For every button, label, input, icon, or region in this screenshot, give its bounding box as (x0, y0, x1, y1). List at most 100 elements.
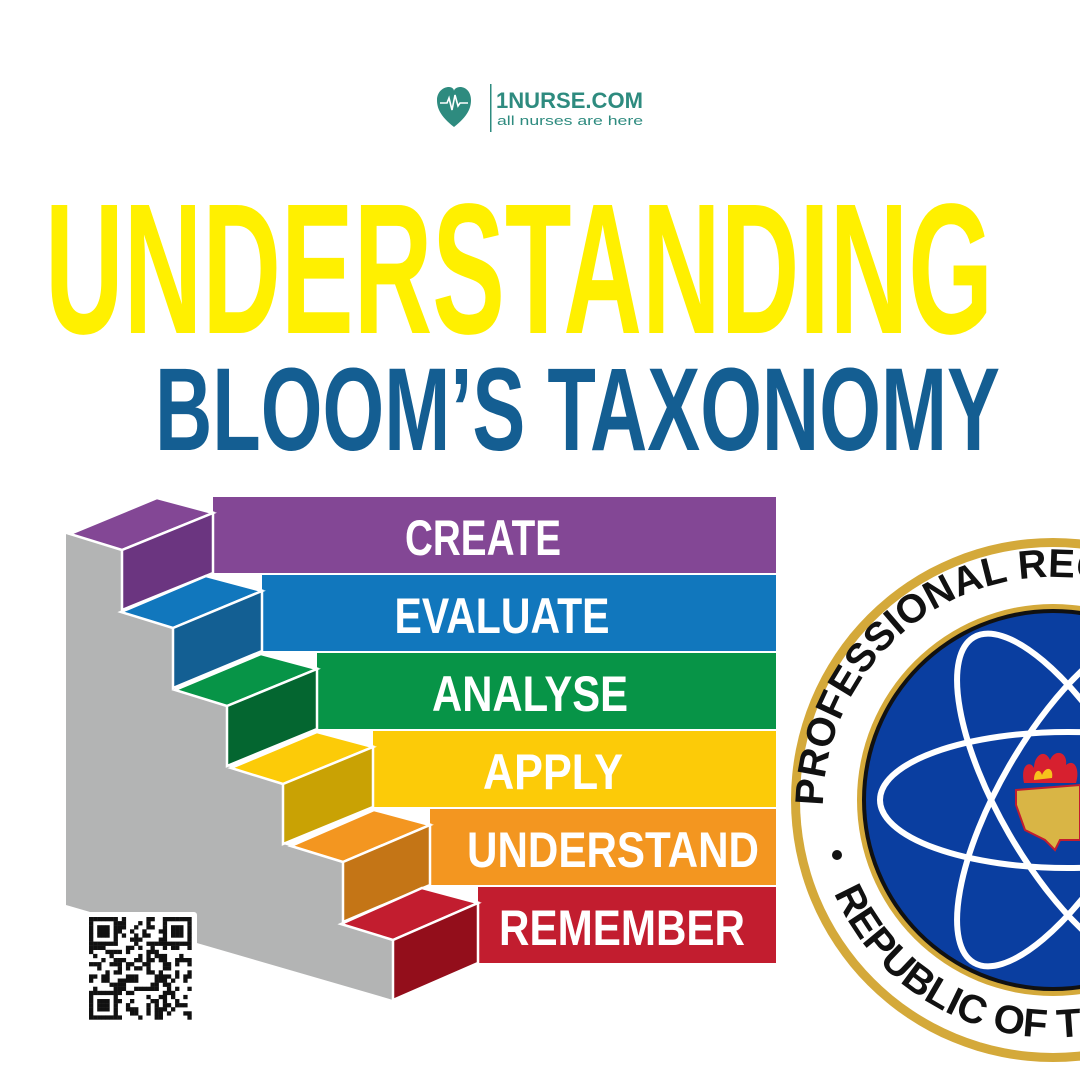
qr-module (101, 945, 106, 950)
qr-module (113, 937, 118, 942)
qr-module (105, 917, 110, 922)
qr-module (150, 970, 155, 975)
qr-module (117, 962, 122, 967)
qr-module (97, 1015, 102, 1020)
qr-module (175, 974, 180, 979)
qr-module (113, 929, 118, 934)
level-label-evaluate: EVALUATE (395, 588, 610, 644)
qr-module (130, 937, 135, 942)
qr-module (113, 1015, 118, 1020)
qr-module (125, 978, 131, 983)
qr-module (138, 937, 143, 942)
brand-tagline: all nurses are here (497, 113, 643, 128)
lamp-of-knowledge-icon (1015, 752, 1080, 852)
qr-module (113, 917, 118, 922)
qr-module (162, 962, 168, 967)
qr-module (162, 974, 168, 979)
qr-module (134, 974, 139, 979)
qr-module (179, 925, 184, 930)
qr-module (97, 999, 102, 1004)
prc-seal: PROFESSIONAL REGUL REPUBLIC OF TH (788, 538, 1080, 1062)
qr-module (166, 974, 172, 979)
qr-module (113, 925, 118, 930)
qr-module (121, 933, 127, 938)
qr-module (93, 962, 98, 967)
qr-module (130, 962, 135, 967)
seal-dot (832, 850, 842, 860)
qr-module (89, 999, 94, 1004)
qr-module (150, 945, 155, 950)
qr-module (93, 917, 98, 922)
qr-module (117, 949, 122, 955)
qr-module (113, 1011, 118, 1016)
qr-module (121, 925, 127, 930)
qr-module (89, 917, 94, 922)
qr-module (158, 974, 163, 979)
qr-module (105, 1003, 110, 1008)
qr-module (93, 945, 98, 950)
qr-module (89, 929, 94, 934)
qr-module (117, 925, 122, 930)
qr-module (105, 933, 110, 938)
qr-module (162, 1007, 168, 1012)
qr-module (175, 970, 180, 975)
qr-module (150, 941, 155, 946)
qr-module (109, 1015, 114, 1020)
qr-module (166, 966, 172, 971)
step-front-face (281, 745, 375, 846)
qr-module (158, 953, 163, 959)
qr-module (146, 958, 151, 963)
qr-module (158, 937, 163, 942)
qr-module (117, 978, 122, 983)
level-label-analyse: ANALYSE (432, 666, 628, 722)
qr-module (109, 962, 114, 967)
level-bar-analyse (317, 653, 776, 729)
qr-module (97, 917, 102, 922)
qr-module (138, 986, 143, 991)
qr-module (89, 949, 94, 955)
qr-module (89, 937, 94, 942)
qr-module (105, 1015, 110, 1020)
qr-module (183, 958, 188, 963)
qr-module (175, 929, 180, 934)
qr-module (158, 1015, 163, 1020)
qr-module (171, 994, 176, 1000)
qr-module (134, 925, 139, 930)
qr-module (109, 982, 114, 987)
qr-module (101, 1003, 106, 1008)
qr-module (89, 1003, 94, 1008)
qr-module (154, 941, 159, 946)
qr-module (183, 994, 188, 1000)
staircase-diagram: CREATEEVALUATEANALYSEAPPLYUNDERSTANDREME… (66, 496, 776, 1002)
qr-module (113, 999, 118, 1004)
qr-module (154, 1007, 159, 1012)
qr-module (101, 990, 106, 996)
qr-module (183, 941, 188, 946)
qr-module (113, 982, 118, 987)
qr-module (101, 1007, 106, 1012)
qr-module (130, 978, 135, 983)
qr-module (146, 941, 151, 946)
qr-module (150, 958, 155, 963)
qr-module (146, 970, 151, 975)
qr-module (179, 958, 184, 963)
qr-module (171, 925, 176, 930)
qr-module (97, 1003, 102, 1008)
qr-module (150, 925, 155, 930)
qr-module (101, 933, 106, 938)
qr-module (117, 990, 122, 996)
heart-heartbeat-icon (437, 87, 471, 127)
qr-module (105, 949, 110, 955)
qr-module (105, 990, 110, 996)
qr-module (166, 941, 172, 946)
qr-module (130, 974, 135, 979)
qr-module (89, 962, 94, 967)
qr-module (121, 986, 127, 991)
qr-module (134, 1011, 139, 1016)
level-label-understand: UNDERSTAND (467, 822, 759, 878)
qr-module (187, 970, 192, 975)
qr-module (175, 925, 180, 930)
qr-module (113, 994, 118, 1000)
qr-module (187, 945, 192, 950)
qr-module (105, 999, 110, 1004)
